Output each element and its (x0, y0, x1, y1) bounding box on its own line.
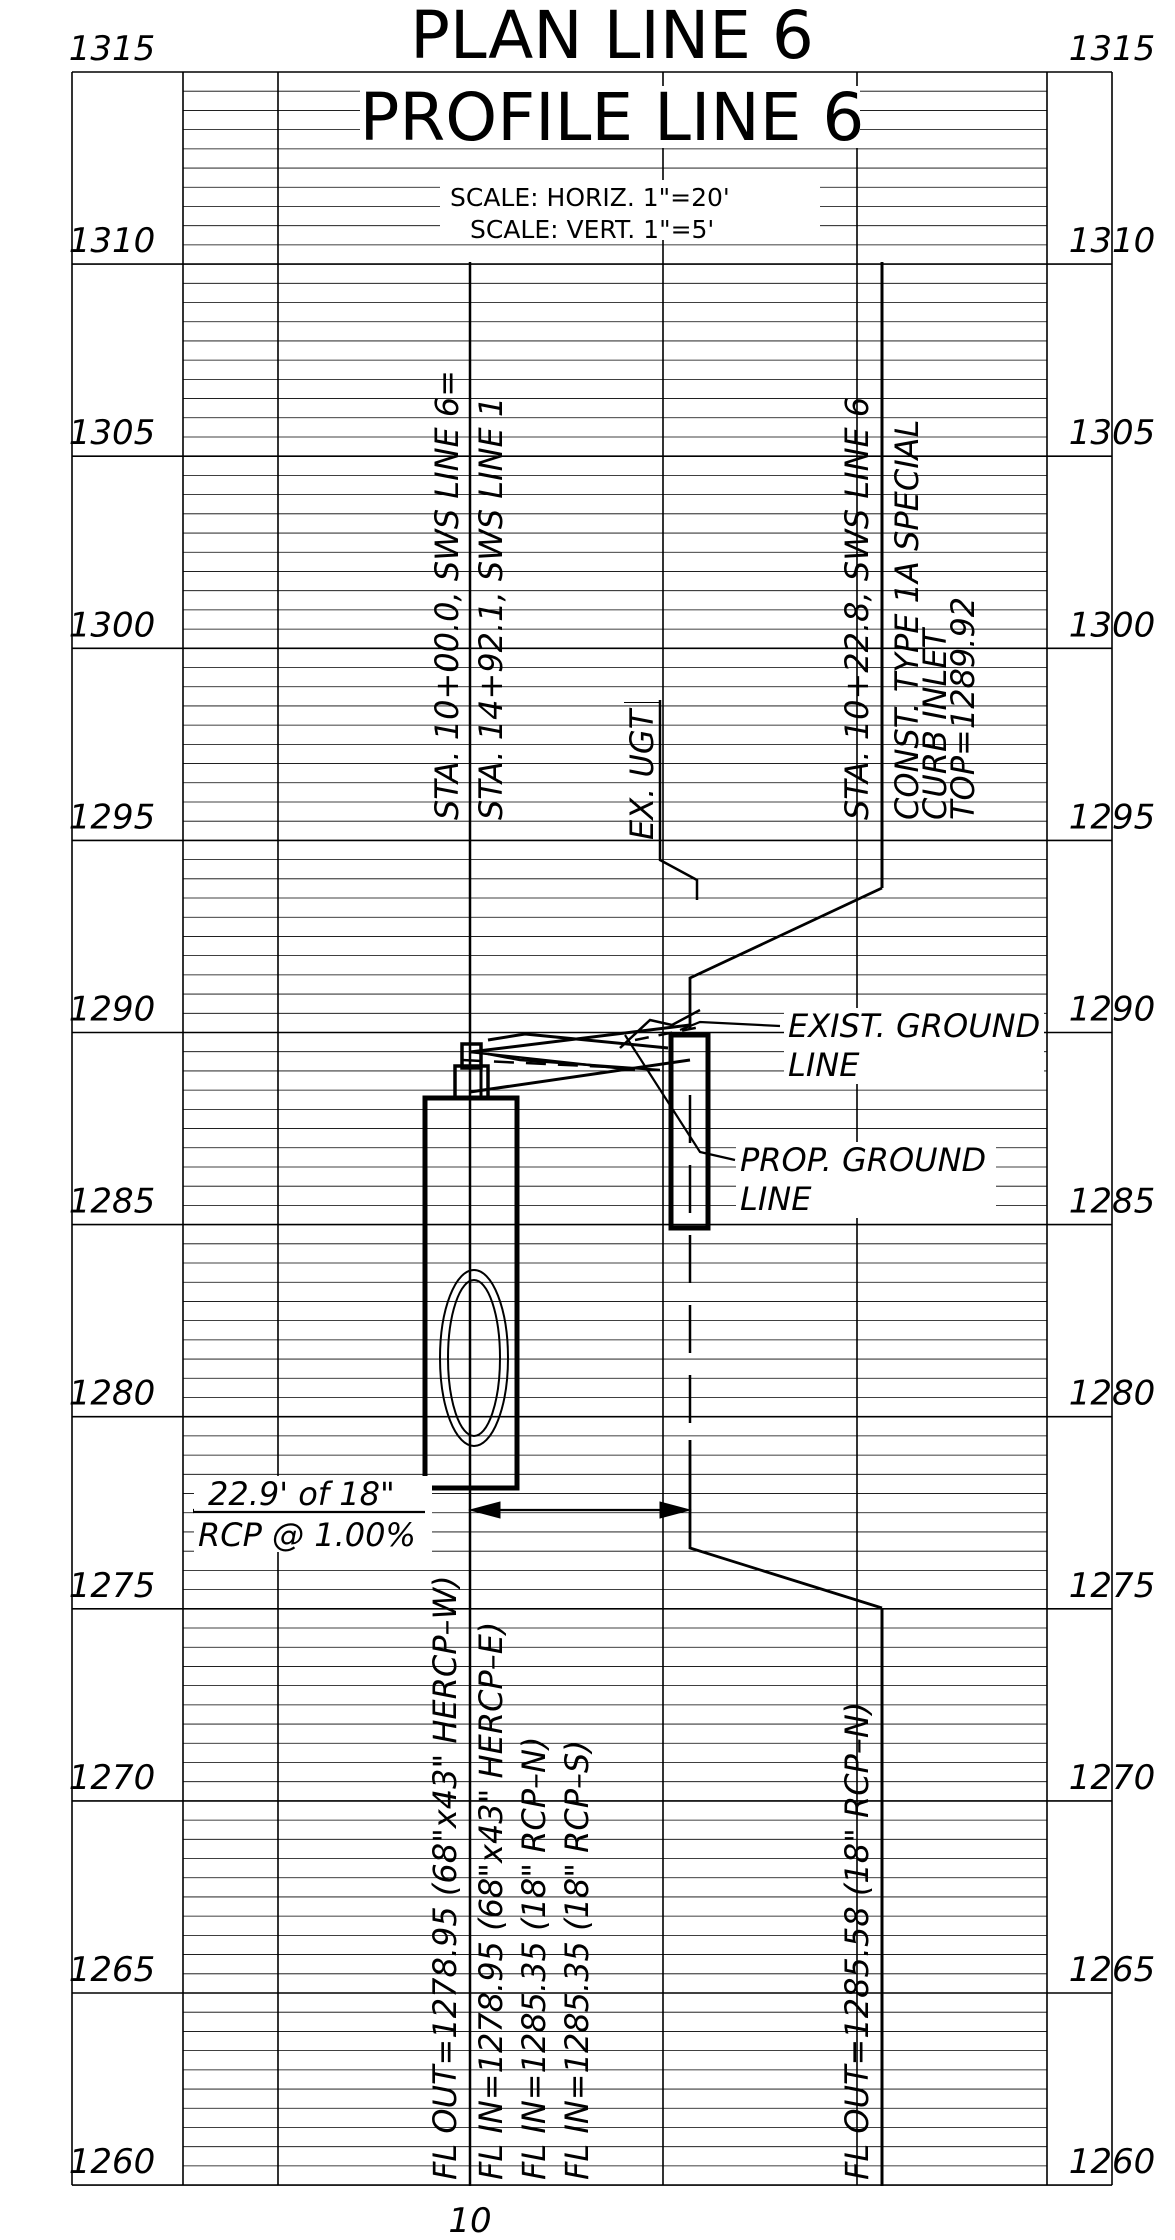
grid-major-lines (72, 71, 1112, 2186)
pipe-section-inner (447, 1279, 501, 1437)
station-label-b: STA. 14+92.1, SWS LINE 1 (472, 397, 510, 820)
elevation-label-left: 1275 (69, 1566, 156, 1606)
elevation-label-right: 1280 (1069, 1374, 1156, 1414)
station-label-c: STA. 10+22.8, SWS LINE 6 (838, 397, 876, 820)
inlet-label-1: CONST. TYPE 1A SPECIAL (888, 420, 926, 820)
station-label-a: STA. 10+00.0, SWS LINE 6= (428, 370, 466, 820)
grid-vertical-lines (71, 72, 1113, 2186)
elevation-label-right: 1310 (1069, 221, 1156, 261)
prop-ground-label-1: PROP. GROUND (740, 1141, 986, 1179)
flowline-label-5: FL OUT=1285.58 (18" RCP–N) (838, 1702, 876, 2180)
curb-inlet-structure (619, 1008, 711, 1231)
flowline-label-2: FL IN=1278.95 (68"x43" HERCP–E) (472, 1622, 510, 2180)
elevation-label-left: 1285 (69, 1182, 156, 1222)
elevation-label-left: 1260 (69, 2142, 156, 2182)
leader-lines (624, 1020, 781, 1162)
inlet-label-2: CURB INLET (916, 626, 954, 820)
elevation-labels: 1315 1315 1310 1310 1305 1305 1300 1300 1295 1295… (69, 29, 1156, 2182)
pipe-section-outer (439, 1269, 509, 1447)
elevation-label-right: 1285 (1069, 1182, 1156, 1222)
elevation-label-right: 1260 (1069, 2142, 1156, 2182)
elevation-label-left: 1305 (69, 413, 156, 453)
station-number: 10 (448, 2201, 491, 2240)
junction-structure (422, 1032, 669, 1491)
prop-ground-label-2: LINE (740, 1180, 812, 1218)
flowline-label-3: FL IN=1285.35 (18" RCP–N) (515, 1737, 553, 2180)
profile-title: PROFILE LINE 6 (360, 79, 865, 156)
elevation-label-right: 1305 (1069, 413, 1156, 453)
elevation-label-left: 1265 (69, 1950, 156, 1990)
structure-centerlines (468, 262, 884, 2186)
elevation-label-left: 1280 (69, 1374, 156, 1414)
elevation-label-left: 1315 (69, 29, 156, 69)
elevation-label-right: 1290 (1069, 990, 1156, 1030)
pipe-length-label: 22.9' of 18" (208, 1475, 395, 1513)
elevation-label-right: 1265 (1069, 1950, 1156, 1990)
scale-horizontal: SCALE: HORIZ. 1"=20' (450, 183, 730, 212)
elevation-label-right: 1315 (1069, 29, 1156, 69)
grid-minor-lines (183, 90, 1047, 2167)
existing-ugt-label: EX. UGT (623, 707, 661, 840)
pipe-slope-label: RCP @ 1.00% (198, 1516, 416, 1554)
plan-title: PLAN LINE 6 (410, 0, 814, 74)
elevation-label-right: 1270 (1069, 1758, 1156, 1798)
flowline-label-1: FL OUT=1278.95 (68"x43" HERCP–W) (426, 1575, 464, 2180)
elevation-label-left: 1290 (69, 990, 156, 1030)
elevation-label-left: 1310 (69, 221, 156, 261)
elevation-label-left: 1295 (69, 797, 156, 837)
inlet-label-3: TOP=1289.92 (944, 597, 982, 820)
exist-ground-label-1: EXIST. GROUND (788, 1007, 1040, 1045)
elevation-label-left: 1300 (69, 605, 156, 645)
elevation-label-left: 1270 (69, 1758, 156, 1798)
existing-utility-line (658, 700, 699, 900)
exist-ground-label-2: LINE (788, 1046, 860, 1084)
elevation-label-right: 1300 (1069, 605, 1156, 645)
scale-vertical: SCALE: VERT. 1"=5' (470, 215, 714, 244)
elevation-label-right: 1275 (1069, 1566, 1156, 1606)
flowline-label-4: FL IN=1285.35 (18" RCP–S) (558, 1740, 596, 2180)
elevation-label-right: 1295 (1069, 797, 1156, 837)
